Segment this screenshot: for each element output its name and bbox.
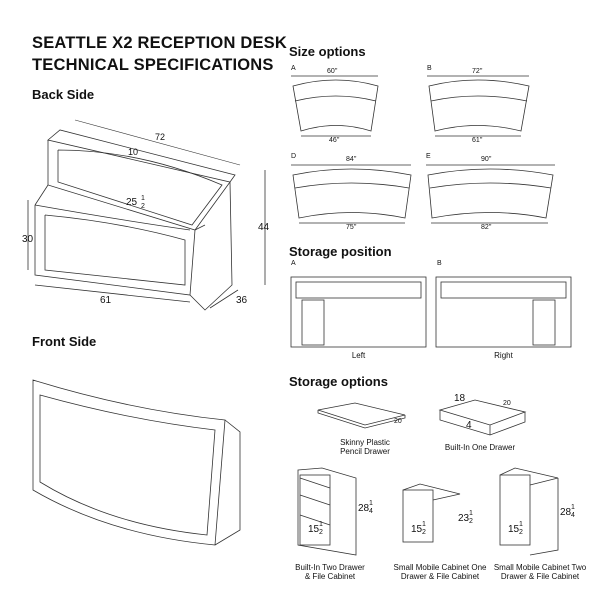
front-side-drawing: [32, 379, 241, 546]
front-side-heading: Front Side: [32, 334, 97, 349]
frac-den: 2: [422, 529, 426, 536]
size-options-heading: Size options: [289, 44, 366, 59]
cabinet-3-label-2: Drawer & File Cabinet: [500, 572, 580, 581]
size-e-bottom: 82'': [481, 224, 492, 231]
cabinet-3-inner: 15: [508, 524, 520, 535]
frac-num: 1: [369, 500, 373, 507]
dim-base: 61: [100, 295, 112, 306]
size-e-letter: E: [426, 153, 431, 160]
cabinet-1-label-2: & File Cabinet: [304, 572, 356, 581]
storage-options-heading: Storage options: [289, 374, 388, 389]
frac-num: 1: [319, 521, 323, 528]
cabinet-1-label-1: Built-In Two Drawer: [295, 563, 365, 572]
position-right-label: Right: [494, 351, 513, 360]
cabinet-2-height: 23: [458, 513, 470, 524]
frac-den: 4: [571, 512, 575, 519]
one-drawer-label: Built-In One Drawer: [444, 443, 516, 452]
dim-inner-height: 30: [22, 234, 34, 245]
cabinet-3-height: 28: [560, 507, 572, 518]
frac-num: 1: [571, 504, 575, 511]
size-d-top: 84'': [346, 156, 357, 163]
pencil-drawer-dim: 20: [394, 418, 402, 425]
one-drawer-height: 4: [466, 420, 472, 431]
frac-den: 2: [469, 518, 473, 525]
cabinet-2-label-2: Drawer & File Cabinet: [400, 572, 480, 581]
size-d-letter: D: [291, 153, 297, 160]
size-a-letter: A: [291, 65, 296, 72]
cabinet-1-height: 28: [358, 503, 370, 514]
dim-depth: 36: [236, 295, 248, 306]
size-b-bottom: 61'': [472, 137, 483, 144]
frac-den: 2: [519, 529, 523, 536]
frac-den: 2: [319, 529, 323, 536]
title-line-2: TECHNICAL SPECIFICATIONS: [32, 56, 274, 74]
back-side-heading: Back Side: [32, 87, 95, 102]
title-line-1: SEATTLE X2 RECEPTION DESK: [32, 34, 287, 52]
pencil-drawer-label-2: Pencil Drawer: [340, 447, 390, 456]
back-side-drawing: 72 10 25 1 2 30 44 61 36: [22, 119, 270, 311]
size-b-top: 72'': [472, 68, 483, 75]
cabinet-1-inner: 15: [308, 524, 320, 535]
frac-num: 1: [422, 521, 426, 528]
dim-inner-depth: 25: [126, 197, 138, 208]
cabinet-3-label-1: Small Mobile Cabinet Two: [493, 563, 587, 572]
dim-width: 72: [155, 132, 165, 142]
size-option-shapes: [291, 75, 555, 224]
size-a-top: 60'': [327, 68, 338, 75]
size-a-bottom: 46'': [329, 137, 340, 144]
size-e-top: 90'': [481, 156, 492, 163]
position-b-letter: B: [437, 260, 442, 267]
pencil-drawer-label-1: Skinny Plastic: [340, 438, 390, 447]
frac-num: 1: [519, 521, 523, 528]
one-drawer-width: 20: [503, 400, 511, 407]
storage-position-heading: Storage position: [289, 244, 392, 259]
one-drawer-depth: 18: [454, 393, 466, 404]
size-d-bottom: 75'': [346, 224, 357, 231]
frac-den: 4: [369, 508, 373, 515]
dim-total-height: 44: [258, 222, 270, 233]
storage-option-drawings: [297, 399, 559, 556]
cabinet-2-inner: 15: [411, 524, 423, 535]
position-a-letter: A: [291, 260, 296, 267]
size-b-letter: B: [427, 65, 432, 72]
storage-position-drawings: [290, 276, 572, 348]
dim-top: 10: [128, 147, 138, 157]
frac-den: 2: [141, 203, 145, 210]
cabinet-2-label-1: Small Mobile Cabinet One: [393, 563, 487, 572]
frac-num: 1: [469, 510, 473, 517]
position-left-label: Left: [351, 351, 366, 360]
frac-num: 1: [141, 195, 145, 202]
